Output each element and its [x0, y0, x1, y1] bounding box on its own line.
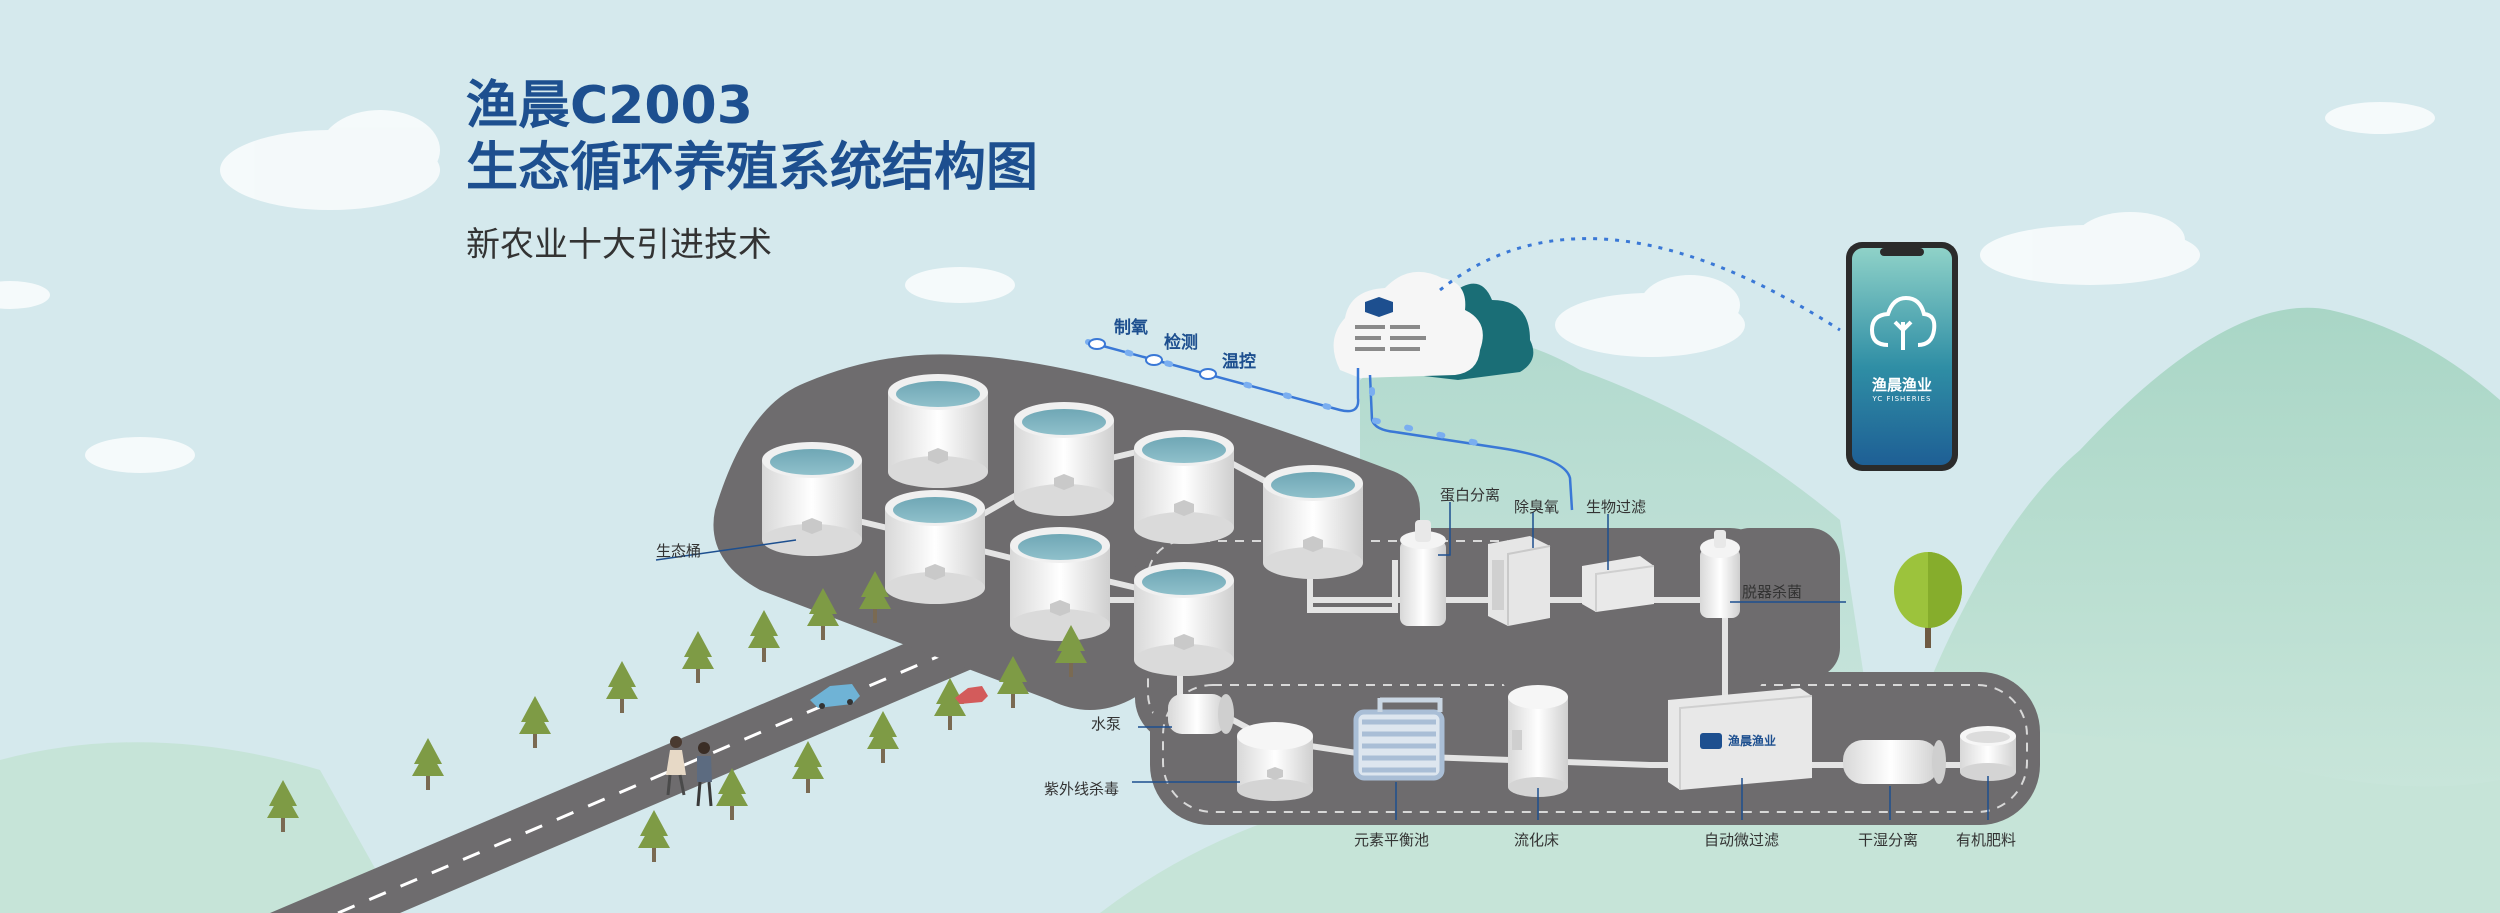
- tank-5: [1010, 527, 1110, 641]
- water-pump: [1168, 694, 1234, 734]
- protein-skimmer: [1400, 520, 1446, 626]
- tank-8: [1134, 562, 1234, 676]
- fluidized-bed: [1508, 685, 1568, 797]
- label-dry-wet-separation: 干湿分离: [1858, 831, 1919, 849]
- page-subtitle: 新农业十大引进技术: [466, 225, 772, 265]
- phone-device: [1846, 242, 1958, 471]
- phone-app-name: 渔晨渔业: [1871, 376, 1932, 394]
- label-element-balance-pool: 元素平衡池: [1354, 831, 1430, 849]
- label-protein-separation: 蛋白分离: [1440, 486, 1501, 504]
- tank-6: [1134, 430, 1234, 544]
- dry-wet-separator: [1843, 740, 1946, 784]
- round-tree: [1894, 552, 1962, 648]
- fish-tanks: [762, 374, 1363, 676]
- sterilizer: [1700, 530, 1740, 618]
- label-sterilization: 脱器杀菌: [1742, 583, 1803, 601]
- label-uv-sterilize: 紫外线杀毒: [1044, 780, 1120, 798]
- tank-4: [1014, 402, 1114, 516]
- label-auto-micro-filter: 自动微过滤: [1704, 831, 1780, 849]
- trees: [267, 552, 1962, 862]
- auto-micro-filter: 渔晨渔业: [1668, 688, 1813, 790]
- label-organic-fertilizer: 有机肥料: [1956, 831, 2017, 849]
- people: [666, 736, 713, 807]
- page-title-line1: 渔晨C2003: [466, 76, 753, 136]
- control-sensors: [1088, 338, 1217, 380]
- road: [270, 620, 1040, 913]
- label-water-pump: 水泵: [1091, 715, 1122, 733]
- control-links: [1085, 237, 1841, 511]
- cloud-server: [1333, 271, 1534, 380]
- label-leaders: [655, 502, 1989, 820]
- phone-app-name-en: YC FISHERIES: [1872, 395, 1932, 403]
- label-oxygen: 制氧: [1114, 318, 1148, 338]
- filter-box-brand: 渔晨渔业: [1728, 733, 1776, 748]
- label-eco-tank: 生态桶: [656, 542, 702, 560]
- tank-7: [1263, 465, 1363, 579]
- background-clouds: [0, 102, 2435, 473]
- label-bio-filtration: 生物过滤: [1586, 498, 1647, 516]
- tank-3: [885, 490, 985, 604]
- label-ozone-removal: 除臭氧: [1514, 498, 1560, 516]
- label-detect: 检测: [1164, 333, 1198, 353]
- tank-1: [762, 442, 862, 556]
- ozone-unit: [1488, 536, 1551, 626]
- cars: [810, 684, 988, 709]
- bio-filter-box: [1582, 556, 1655, 612]
- tank-2: [888, 374, 988, 488]
- uv-sterilizer: [1237, 722, 1313, 801]
- element-balance-pool: [1353, 697, 1445, 781]
- page-title-line2: 生态循环养殖系统结构图: [466, 138, 1039, 198]
- fertilizer-bin: [1960, 726, 2016, 781]
- label-fluidized-bed: 流化床: [1514, 831, 1560, 849]
- label-temperature: 温控: [1222, 352, 1256, 372]
